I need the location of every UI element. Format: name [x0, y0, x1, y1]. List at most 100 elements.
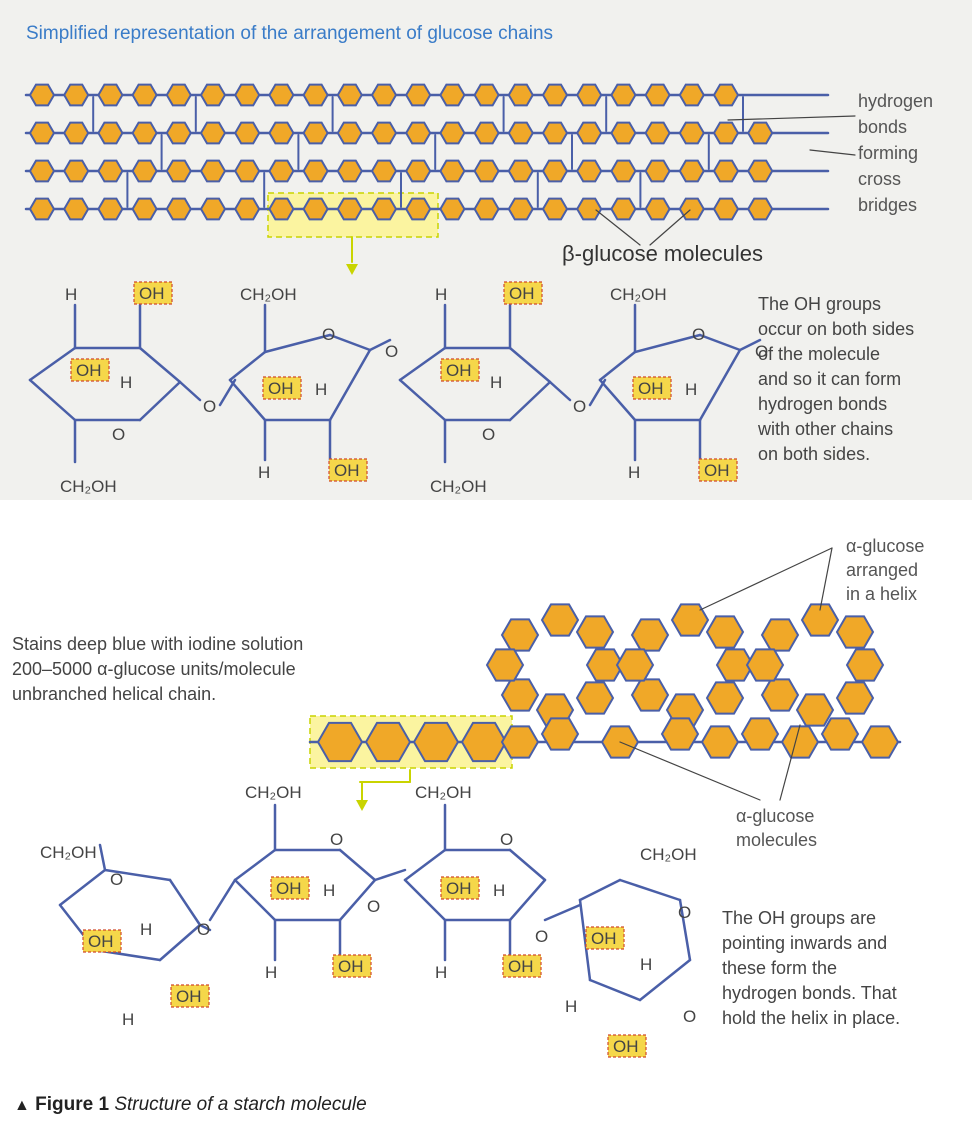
oh-label: OH — [591, 929, 617, 948]
oh-highlight-box — [262, 376, 302, 400]
helix-glucose-hexagon — [795, 693, 835, 727]
oh-highlight-box — [133, 281, 173, 305]
note-line: occur on both sides — [758, 319, 915, 339]
helix-label: α-glucose arranged in a helix — [846, 534, 924, 606]
ring-bond — [578, 898, 592, 982]
ring-bond — [578, 878, 622, 902]
oh-label: OH — [446, 361, 472, 380]
oh-highlight-box — [82, 929, 122, 953]
beta-glucose-hexagon — [473, 83, 500, 107]
beta-glucose-label: β-glucose molecules — [562, 241, 763, 266]
note-line: with other chains — [758, 419, 894, 439]
ring-bond — [228, 350, 267, 382]
glycosidic-oxygen-label: O — [535, 927, 548, 946]
oh-highlight-box — [503, 281, 543, 305]
beta-glucose-hexagon — [370, 197, 398, 221]
beta-glucose-hexagon — [507, 83, 534, 107]
beta-glucose-hexagon — [336, 159, 363, 183]
beta-glucose-hexagon — [302, 197, 329, 221]
helix-glucose-hexagon — [670, 603, 710, 637]
ring-bond — [228, 378, 267, 422]
oh-highlight-box — [502, 954, 542, 978]
ring-bond — [598, 350, 637, 382]
helix-glucose-hexagon — [575, 681, 615, 715]
top-note: The OH groups occur on both sides of the… — [758, 292, 914, 467]
h-label: H — [258, 463, 270, 482]
beta-glucose-hexagon — [678, 121, 705, 145]
beta-glucose-hexagon — [541, 197, 569, 221]
ring-bond — [28, 346, 77, 382]
ring-bond — [28, 378, 77, 422]
beta-glucose-hexagon — [268, 159, 295, 183]
note-line: on both sides. — [758, 444, 871, 464]
hydrogen-bond-pointer — [809, 149, 856, 156]
alpha-glucose-molecules-label: α-glucose molecules — [736, 804, 817, 852]
note-line: hydrogen bonds. That — [722, 983, 897, 1003]
oh-highlight-box — [632, 376, 672, 400]
oh-highlight-box — [440, 876, 480, 900]
ring-bond — [508, 848, 547, 882]
helix-glucose-hexagon — [660, 717, 700, 751]
oh-label: OH — [704, 461, 730, 480]
beta-glucose-hexagon — [268, 197, 295, 221]
beta-glucose-hexagon — [541, 159, 569, 183]
alpha-glucose-hexagon — [316, 721, 364, 763]
starch-description: Stains deep blue with iodine solution 20… — [12, 632, 303, 707]
beta-glucose-hexagon — [473, 197, 500, 221]
beta-glucose-hexagon — [63, 83, 90, 107]
beta-glucose-hexagon — [302, 121, 329, 145]
note-line: hydrogen bonds — [758, 394, 888, 414]
caption-text: Structure of a starch molecule — [114, 1094, 367, 1115]
beta-glucose-hexagon — [747, 121, 774, 145]
glycosidic-oxygen-label: O — [755, 342, 768, 361]
beta-glucose-hexagon — [644, 159, 671, 183]
ring-bond — [698, 348, 742, 422]
beta-glucose-hexagon — [439, 197, 466, 221]
beta-glucose-hexagon — [678, 159, 705, 183]
beta-glucose-hexagon — [234, 121, 261, 145]
beta-glucose-hexagon — [302, 159, 329, 183]
cellulose-title: Simplified representation of the arrange… — [26, 23, 554, 44]
beta-glucose-hexagon — [234, 159, 261, 183]
beta-glucose-hexagon — [576, 83, 603, 107]
beta-glucose-hexagon — [199, 159, 227, 183]
beta-glucose-hexagon — [28, 121, 56, 145]
ring-bond — [233, 878, 277, 922]
detail-arrow-head — [356, 800, 368, 811]
helix-glucose-hexagon — [705, 681, 745, 715]
ring-bond — [398, 378, 447, 422]
helix-glucose-hexagon — [740, 717, 780, 751]
beta-glucose-hexagon — [439, 83, 466, 107]
beta-glucose-hexagon — [199, 121, 227, 145]
h-label: H — [140, 920, 152, 939]
oh-label: OH — [176, 987, 202, 1006]
beta-glucose-hexagon — [473, 121, 500, 145]
glycosidic-bond — [373, 868, 407, 882]
ring-bond — [633, 333, 702, 354]
ring-bond — [588, 978, 642, 1002]
h-label: H — [565, 997, 577, 1016]
label-line: arranged — [846, 560, 919, 580]
helix-glucose-hexagon — [500, 678, 540, 712]
h-label: H — [628, 463, 640, 482]
beta-glucose-hexagon — [165, 197, 192, 221]
cellulose-panel — [0, 0, 972, 500]
beta-glucose-hexagon — [131, 83, 158, 107]
beta-glucose-hexagon — [63, 159, 90, 183]
helix-glucose-hexagon — [540, 603, 580, 637]
beta-glucose-hexagon — [473, 159, 500, 183]
helix-glucose-hexagon — [540, 717, 580, 751]
beta-glucose-hexagon — [576, 159, 603, 183]
h-label: H — [435, 963, 447, 982]
label-line: in a helix — [846, 584, 918, 604]
oh-highlight-box — [607, 1034, 647, 1058]
beta-glucose-hexagon — [131, 197, 158, 221]
ring-bond — [338, 878, 377, 922]
beta-glucose-hexagon — [712, 121, 740, 145]
ring-oxygen-label: O — [692, 325, 705, 344]
beta-glucose-hexagon — [63, 197, 90, 221]
label-line: α-glucose — [736, 806, 815, 826]
oh-label: OH — [508, 957, 534, 976]
beta-glucose-hexagon — [336, 121, 363, 145]
